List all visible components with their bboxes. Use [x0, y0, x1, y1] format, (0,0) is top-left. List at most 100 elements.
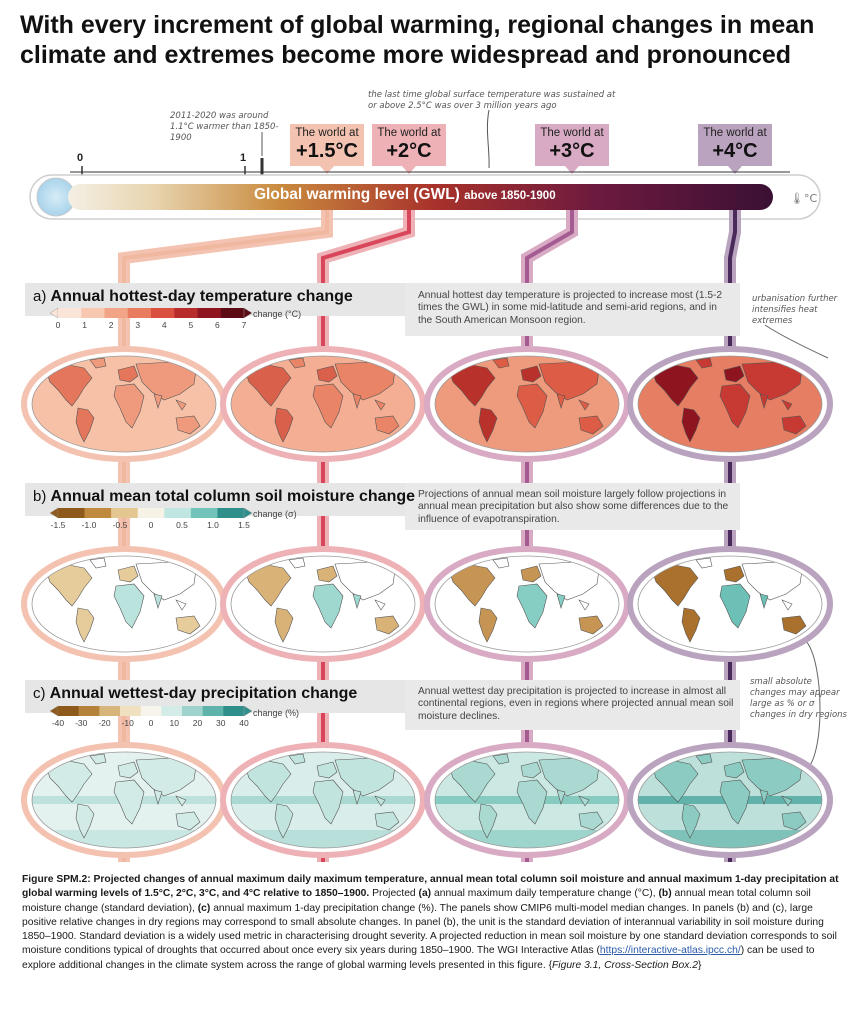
gwl-level-pointer [320, 166, 334, 174]
gwl-label-sub: above 1850-1900 [464, 190, 556, 202]
gwl-level-box-1: The world at+1.5°C [290, 124, 364, 166]
map-continent-samerica [478, 407, 498, 443]
colorbar-tick-label: 2 [108, 320, 114, 330]
map-continent-namerica [45, 563, 93, 607]
colorbar-arrow-right [243, 307, 253, 319]
map-temp-gwl-1 [21, 346, 227, 462]
map-continent-africa [719, 383, 751, 429]
map-continent-africa [113, 383, 145, 429]
thermometer: 🌡°C [29, 109, 821, 220]
gwl-tick-1: 1 [240, 152, 247, 164]
map-continent-australia [781, 811, 807, 831]
map-continent-greenland [89, 753, 107, 765]
map-continent-europe [723, 761, 745, 779]
colorbar-tick-label: 10 [169, 718, 179, 728]
map-continent-samerica [681, 803, 701, 839]
map-continent-africa [113, 779, 145, 825]
panel-b-heading: b) Annual mean total column soil moistur… [33, 488, 415, 506]
map-continent-india [556, 789, 566, 806]
map-border [31, 355, 217, 453]
caption-a: (a) [418, 888, 432, 900]
panel-b-letter: b) [33, 488, 47, 505]
map-continent-india [759, 789, 769, 806]
caption-text-5: ) can be used to explore additional chan… [22, 945, 815, 971]
colorbar-swatch [120, 706, 141, 716]
gwl-level-box-4: The world at+4°C [698, 124, 772, 166]
gwl-level-box-2: The world at+2°C [372, 124, 446, 166]
colorbar-tick-label: 1.0 [207, 520, 219, 530]
colorbar-swatch [151, 308, 175, 318]
gwl-level-caption: The world at [295, 127, 359, 139]
colorbar-tick-label: -30 [75, 718, 88, 728]
gwl-level-value: +2°C [386, 140, 432, 162]
colorbar-tick-label: 20 [192, 718, 203, 728]
map-continent-australia [175, 615, 201, 635]
caption-text-3: annual mean total column soil moisture c… [22, 888, 811, 914]
map-continent-seasia [578, 795, 590, 807]
colorbar-swatch [99, 706, 121, 716]
urbanisation-note: urbanisation further intensifies heat ex… [752, 294, 838, 326]
panel-a-title: Annual hottest-day temperature change [50, 288, 353, 305]
colorbar-swatch [197, 308, 222, 318]
map-continent-africa [312, 383, 344, 429]
map-border [31, 555, 217, 653]
map-continent-greenland [695, 357, 713, 369]
map-continent-samerica [274, 803, 294, 839]
colorbar-swatch [217, 508, 245, 518]
map-continent-india [759, 393, 769, 410]
map-continent-australia [374, 415, 400, 435]
map-continent-europe [117, 761, 139, 779]
gwl-level-pointer [728, 166, 742, 174]
panel-b-title: Annual mean total column soil moisture c… [50, 488, 416, 505]
map-continent-india [556, 593, 566, 610]
colorbar-tick-label: 1 [82, 320, 87, 330]
map-continent-africa [516, 779, 548, 825]
panel-a-heading: a) Annual hottest-day temperature change [33, 288, 353, 306]
map-temp-gwl-4 [627, 346, 833, 462]
caption-figure-id: Figure SPM.2: [22, 874, 91, 885]
caption-b: (b) [658, 888, 672, 900]
map-continent-india [759, 593, 769, 610]
map-continent-africa [113, 583, 145, 629]
colorbar-swatch [58, 308, 82, 318]
map-continent-seasia [781, 399, 793, 411]
map-continent-africa [719, 779, 751, 825]
map-continent-namerica [244, 563, 292, 607]
map-continent-seasia [175, 795, 187, 807]
map-continent-india [352, 593, 362, 610]
colorbar-swatch [190, 508, 218, 518]
map-continent-namerica [244, 759, 292, 803]
map-soil-gwl-1 [21, 546, 227, 662]
map-soil-gwl-4 [627, 546, 833, 662]
map-continent-samerica [681, 407, 701, 443]
map-precip-gwl-1 [21, 742, 227, 858]
colorbar-tick-label: -1.0 [81, 520, 97, 530]
map-continent-samerica [75, 607, 95, 643]
map-continent-australia [781, 615, 807, 635]
map-continent-europe [117, 565, 139, 583]
map-continent-seasia [578, 399, 590, 411]
map-soil-gwl-3 [424, 546, 630, 662]
map-continent-namerica [45, 759, 93, 803]
interactive-atlas-link[interactable]: https://interactive-atlas.ipcc.ch/ [599, 945, 741, 957]
colorbar-swatch [58, 706, 79, 716]
panel-c-description: Annual wettest day precipitation is proj… [418, 686, 734, 722]
map-border [230, 355, 416, 453]
map-border [434, 355, 620, 453]
map-border [230, 555, 416, 653]
map-border [637, 555, 823, 653]
panel-b-unit: change (σ) [253, 509, 297, 519]
caption-reference: Figure 3.1, Cross-Section Box.2 [552, 959, 698, 971]
map-continent-europe [520, 761, 542, 779]
caption-text-4: annual maximum 1-day precipitation chang… [22, 902, 837, 957]
gwl-level-value: +3°C [549, 140, 595, 162]
map-soil-gwl-2 [220, 546, 426, 662]
colorbar-swatch [223, 706, 245, 716]
map-continent-namerica [244, 363, 292, 407]
map-temp-gwl-3 [424, 346, 630, 462]
map-continent-africa [516, 383, 548, 429]
colorbar-swatch [137, 508, 165, 518]
map-continent-africa [312, 583, 344, 629]
colorbar-tick-label: 1.5 [238, 520, 250, 530]
map-continent-india [556, 393, 566, 410]
